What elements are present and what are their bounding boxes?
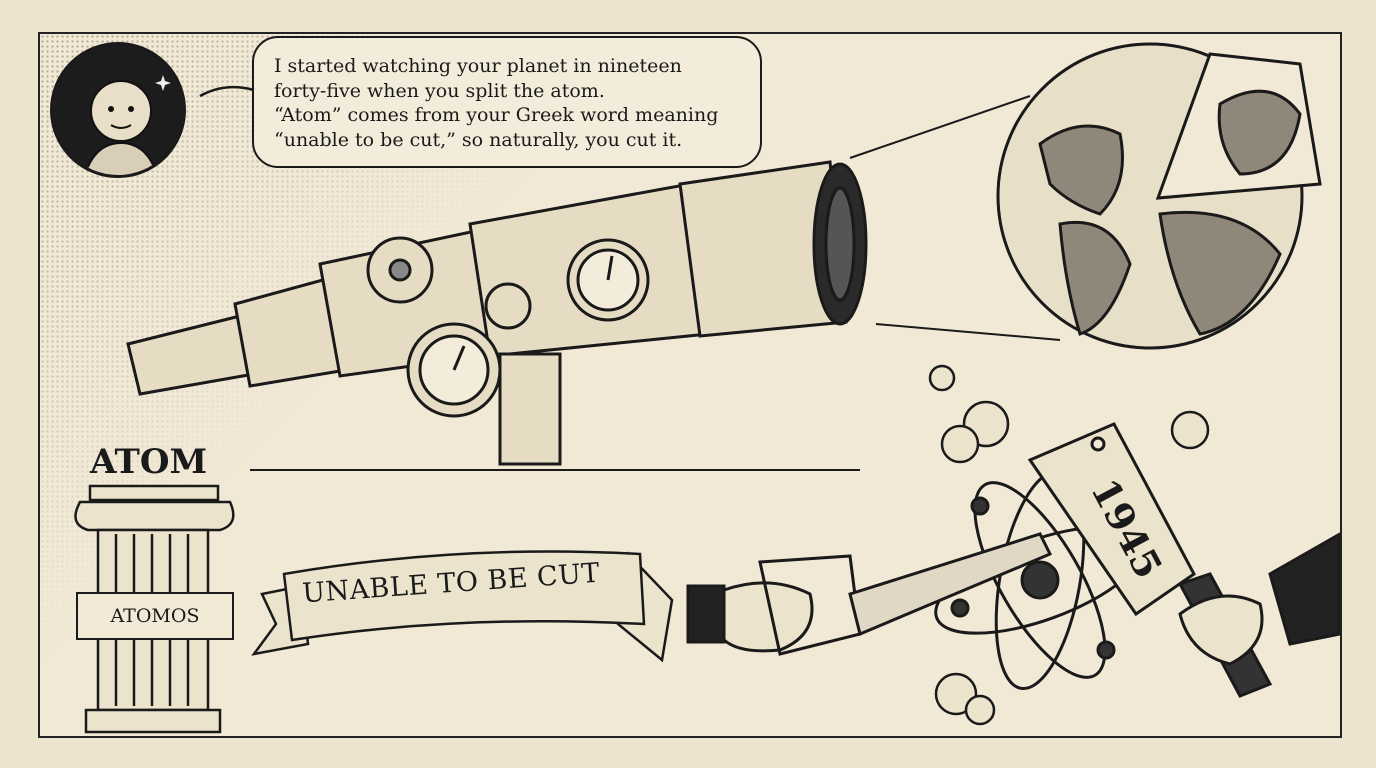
column-plaque: ATOMOS [76,592,234,640]
hand-with-cleaver-icon [1027,422,1340,698]
alien-observer-avatar [50,42,186,178]
comic-panel: I started watching your planet in ninete… [38,32,1342,738]
column-title: ATOM [90,442,208,482]
speech-line: forty-five when you split the atom. [274,79,605,102]
hand-with-saw-icon [686,532,1053,656]
speech-line: “unable to be cut,” so naturally, you cu… [274,128,683,151]
speech-bubble: I started watching your planet in ninete… [252,36,762,168]
illustration [74,42,1340,734]
bubble-tail [199,85,255,98]
smoke-puff-icons [928,364,1210,726]
telescope-icon [126,160,868,466]
speech-line: I started watching your planet in ninete… [274,55,682,77]
sight-line [875,323,1061,341]
earth-globe-icon [996,42,1322,350]
sight-line [849,95,1031,159]
speech-line: “Atom” comes from your Greek word meanin… [274,104,719,126]
banner-ribbon [251,550,674,663]
